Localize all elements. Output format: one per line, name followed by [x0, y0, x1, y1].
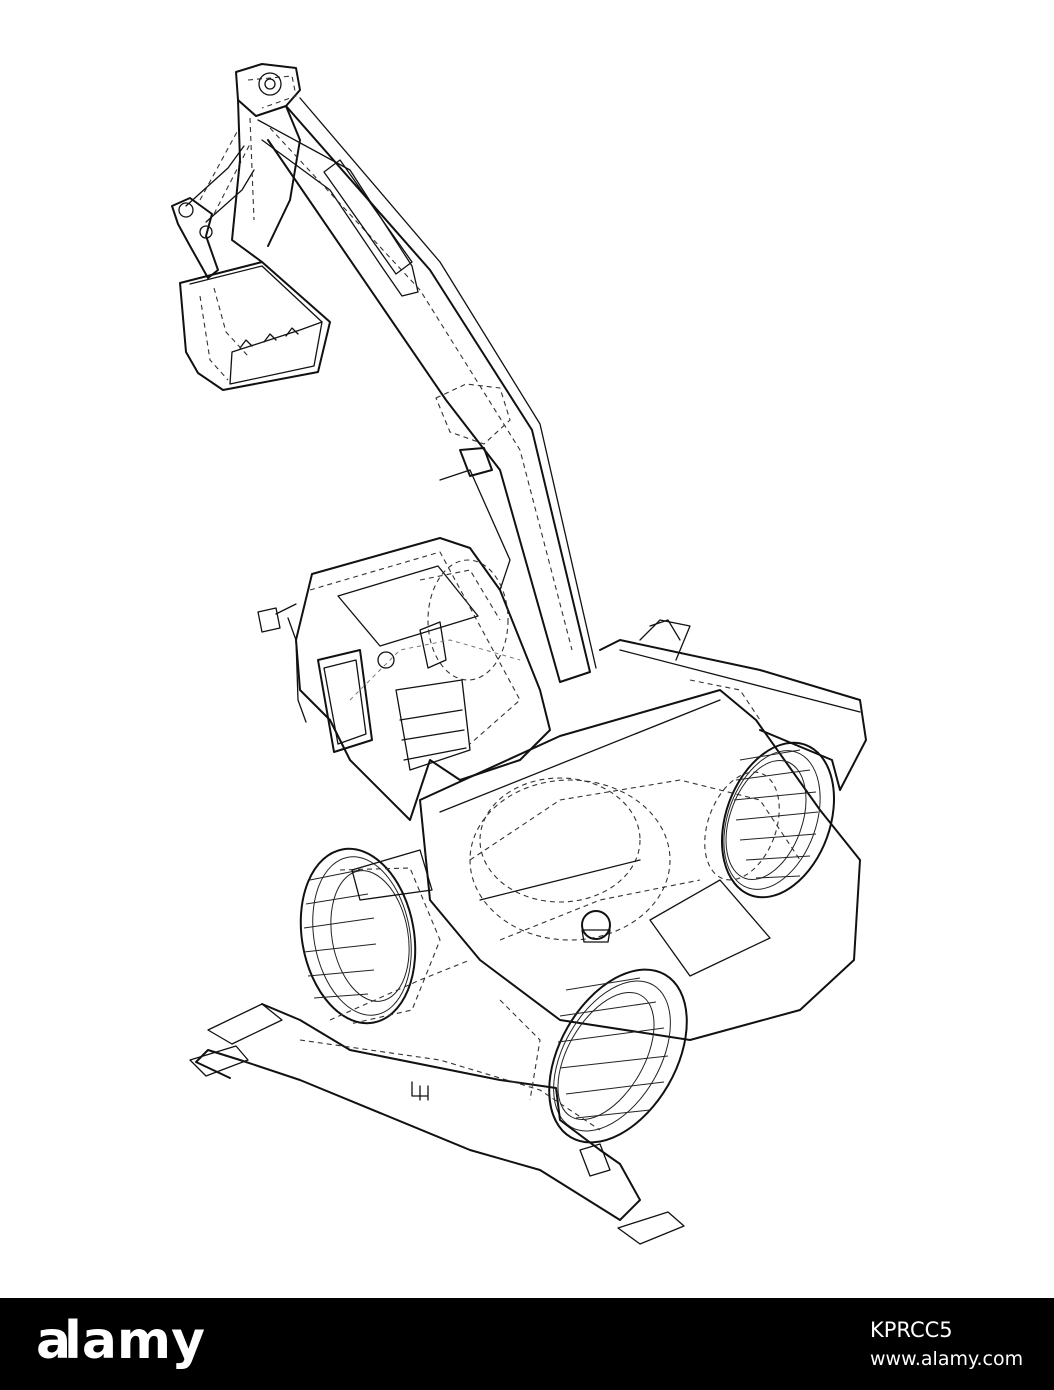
site-url-label: www.alamy.com [870, 1348, 1024, 1370]
wheel-front-left [299, 847, 441, 1025]
bucket [179, 261, 331, 391]
excavator-wireframe-drawing [171, 63, 867, 1245]
stick-arm [231, 63, 419, 297]
boom [267, 97, 597, 683]
svg-text:a: a [36, 1311, 71, 1371]
svg-text:lamy: lamy [64, 1311, 205, 1371]
upper-body [419, 689, 861, 1041]
operator-cab [257, 537, 551, 821]
image-id-label: KPRCC5 [870, 1318, 953, 1342]
excavator-svg [171, 63, 867, 1245]
watermark-banner: a lamy alamy KPRCC5 www.alamy.com [0, 1298, 1054, 1390]
wheel-rear-right [704, 741, 836, 899]
wheel-front-right [548, 968, 688, 1144]
alamy-logo-mark: a lamy [36, 1311, 205, 1371]
dozer-blade [599, 619, 867, 791]
bucket-linkage [171, 129, 255, 279]
chassis-outriggers [189, 849, 685, 1245]
